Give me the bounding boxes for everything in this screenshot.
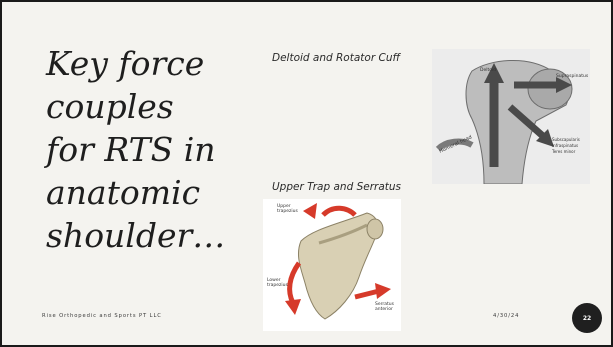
teres-minor-label: Teres minor — [551, 149, 576, 154]
slide-title: Key force couples for RTS in anatomic sh… — [46, 42, 221, 257]
subscapularis-label: Subscapularis — [552, 137, 580, 142]
scapula-force-couple-figure: Upper trapezius Lower trapezius Serratus… — [263, 199, 401, 331]
deltoid-rotator-cuff-figure: Humeral head Deltoid Supraspinatus Subsc… — [432, 49, 590, 184]
serratus-label-2: anterior — [375, 306, 393, 312]
page-number-badge: 22 — [572, 303, 602, 333]
infraspinatus-label: Infraspinatus — [552, 143, 578, 148]
deltoid-label: Deltoid — [480, 67, 496, 73]
supraspinatus-label: Supraspinatus — [556, 73, 589, 79]
lower-trap-label-2: trapezius — [267, 282, 288, 288]
deltoid-caption: Deltoid and Rotator Cuff — [272, 52, 400, 64]
glenoid-shape — [367, 219, 383, 239]
trap-caption: Upper Trap and Serratus — [272, 181, 401, 193]
footer-company: Rise Orthopedic and Sports PT LLC — [42, 313, 162, 319]
upper-trap-label-2: trapezius — [277, 208, 298, 214]
footer-date: 4/30/24 — [493, 313, 519, 319]
